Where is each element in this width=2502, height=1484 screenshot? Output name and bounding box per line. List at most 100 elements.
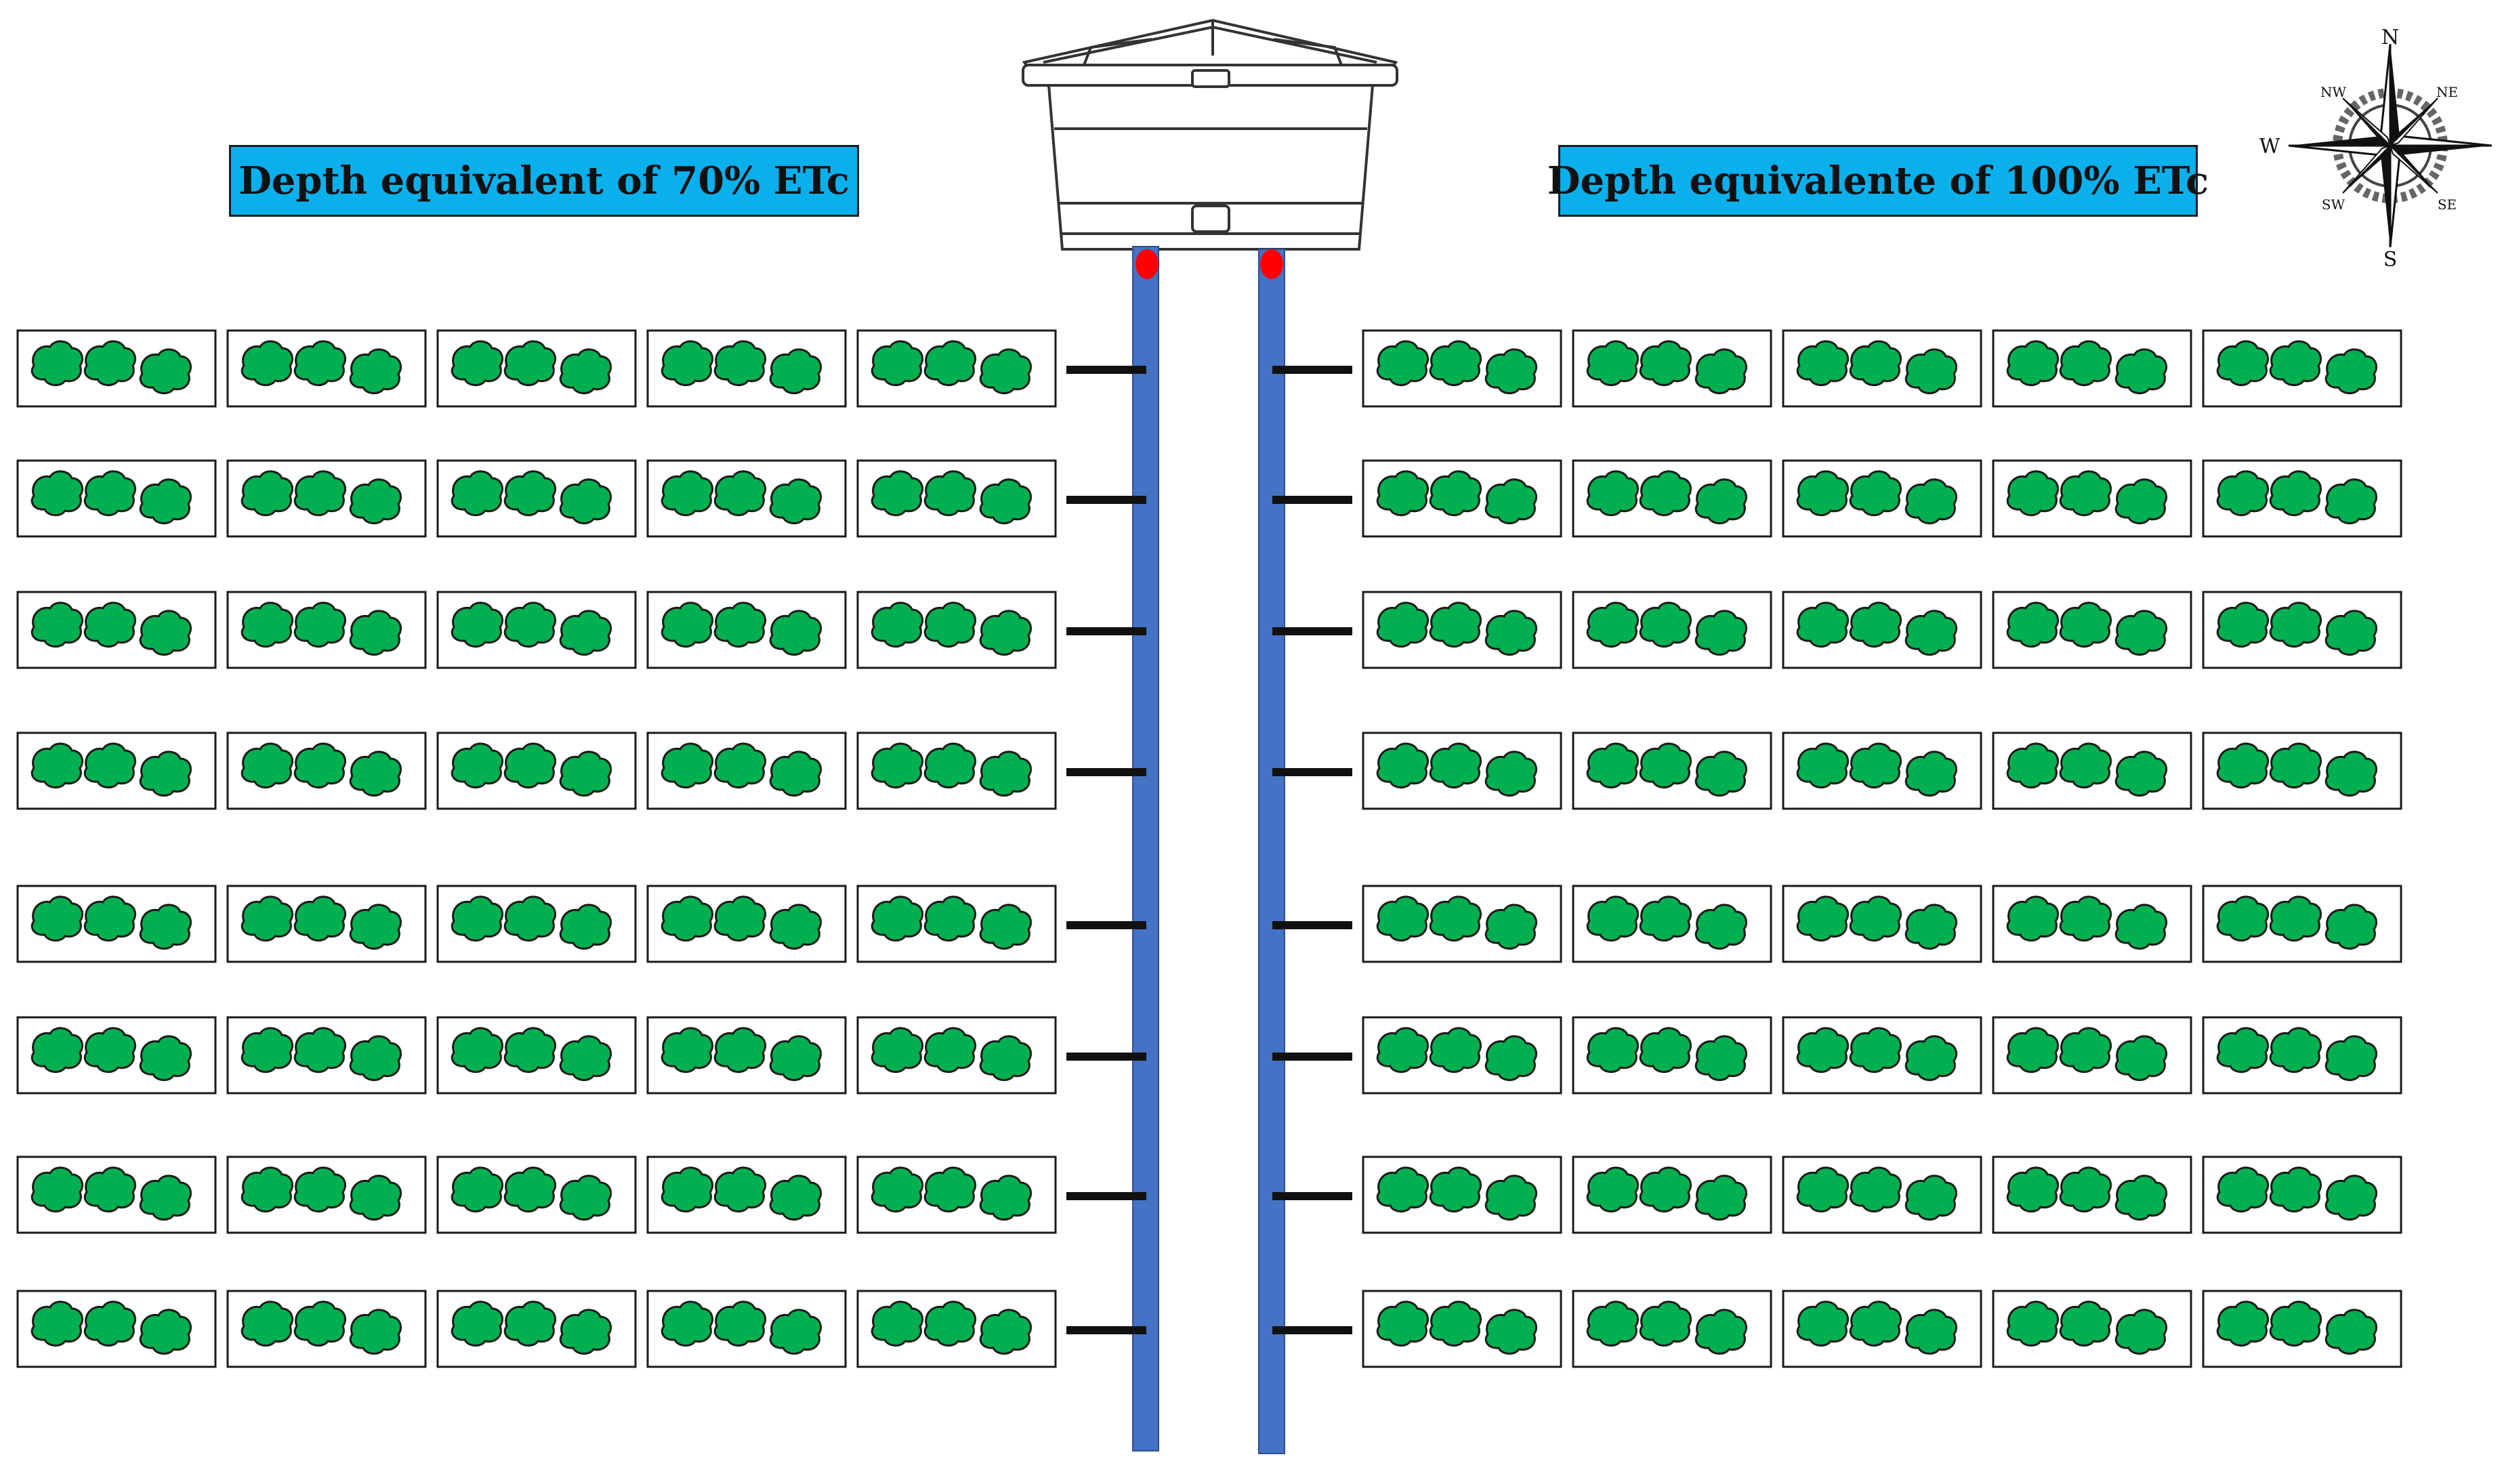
label-100-etc: Depth equivalente of 100% ETc xyxy=(1547,145,2209,217)
plant-icon xyxy=(503,340,557,387)
plant-icon xyxy=(1796,1166,1850,1213)
plant-icon xyxy=(2216,470,2270,517)
plot xyxy=(16,591,217,669)
plot xyxy=(16,459,217,538)
plant-icon xyxy=(769,1309,822,1355)
plant-icon xyxy=(2059,1166,2112,1213)
plant-icon xyxy=(139,348,192,395)
plant-icon xyxy=(349,478,402,525)
plant-icon xyxy=(451,470,504,517)
plot xyxy=(1992,1290,2192,1368)
plot xyxy=(1362,591,1562,669)
plant-icon xyxy=(30,601,84,648)
plot xyxy=(16,732,217,810)
plant-icon xyxy=(241,742,294,789)
plant-icon xyxy=(30,340,84,387)
plant-icon xyxy=(349,750,402,797)
plant-icon xyxy=(2006,1166,2060,1213)
plant-icon xyxy=(503,1300,557,1347)
plant-icon xyxy=(1376,1027,1430,1074)
plant-icon xyxy=(979,348,1033,395)
plant-icon xyxy=(923,1166,977,1213)
plant-icon xyxy=(2269,895,2322,942)
plot xyxy=(646,1156,847,1234)
plot xyxy=(646,459,847,538)
plot xyxy=(646,591,847,669)
plant-icon xyxy=(30,742,84,789)
plant-icon xyxy=(1694,610,1748,656)
plot xyxy=(1992,1016,2192,1095)
plant-icon xyxy=(923,470,977,517)
plant-icon xyxy=(30,895,84,942)
plant-icon xyxy=(1376,895,1430,942)
plot xyxy=(856,329,1057,408)
plant-icon xyxy=(1904,1309,1958,1355)
plot xyxy=(436,459,637,538)
plant-icon xyxy=(83,895,137,942)
plant-icon xyxy=(1376,470,1430,517)
plant-icon xyxy=(661,601,714,648)
plant-icon xyxy=(241,1027,294,1074)
plot xyxy=(646,329,847,408)
plant-icon xyxy=(1639,1166,1692,1213)
plot xyxy=(436,329,637,408)
plant-icon xyxy=(2114,750,2168,797)
plant-icon xyxy=(349,348,402,395)
plot xyxy=(1362,1016,1562,1095)
plant-icon xyxy=(2216,1166,2270,1213)
plant-icon xyxy=(769,904,822,950)
compass-sw: SW xyxy=(2322,196,2345,213)
plot xyxy=(16,885,217,963)
plant-icon xyxy=(503,742,557,789)
plant-icon xyxy=(713,470,767,517)
plant-icon xyxy=(1484,1174,1538,1221)
plant-icon xyxy=(139,750,192,797)
plant-icon xyxy=(1639,1300,1692,1347)
plot xyxy=(16,329,217,408)
plant-icon xyxy=(2059,470,2112,517)
plant-icon xyxy=(713,1300,767,1347)
plant-icon xyxy=(241,470,294,517)
plant-icon xyxy=(293,601,347,648)
plant-icon xyxy=(1904,1035,1958,1082)
plant-icon xyxy=(871,601,924,648)
plot xyxy=(1782,591,1982,669)
plant-icon xyxy=(2114,1035,2168,1082)
plant-icon xyxy=(559,348,612,395)
plant-icon xyxy=(1694,1174,1748,1221)
plot xyxy=(2202,329,2402,408)
plant-icon xyxy=(1376,742,1430,789)
plant-icon xyxy=(769,610,822,656)
plant-icon xyxy=(559,1035,612,1082)
plot xyxy=(1992,1156,2192,1234)
plant-icon xyxy=(1586,340,1640,387)
plant-icon xyxy=(2059,1027,2112,1074)
plant-icon xyxy=(2324,348,2378,395)
plant-icon xyxy=(1849,470,1902,517)
plant-icon xyxy=(83,470,137,517)
plot-grid xyxy=(16,329,2402,1368)
plant-icon xyxy=(503,895,557,942)
plant-icon xyxy=(1639,1027,1692,1074)
plant-icon xyxy=(1429,895,1482,942)
plant-icon xyxy=(503,1027,557,1074)
plant-icon xyxy=(2059,601,2112,648)
plant-icon xyxy=(451,1027,504,1074)
plot xyxy=(2202,732,2402,810)
plant-icon xyxy=(2114,478,2168,525)
plant-icon xyxy=(1904,348,1958,395)
plant-icon xyxy=(923,895,977,942)
plot xyxy=(1572,732,1772,810)
plant-icon xyxy=(30,1166,84,1213)
plant-icon xyxy=(661,1166,714,1213)
plant-icon xyxy=(1484,348,1538,395)
plot xyxy=(1362,732,1562,810)
plant-icon xyxy=(2216,1027,2270,1074)
plant-icon xyxy=(1904,750,1958,797)
plant-icon xyxy=(769,478,822,525)
plant-icon xyxy=(2059,1300,2112,1347)
plant-icon xyxy=(2114,1174,2168,1221)
plot xyxy=(1362,459,1562,538)
plot xyxy=(856,1016,1057,1095)
plant-icon xyxy=(769,1035,822,1082)
